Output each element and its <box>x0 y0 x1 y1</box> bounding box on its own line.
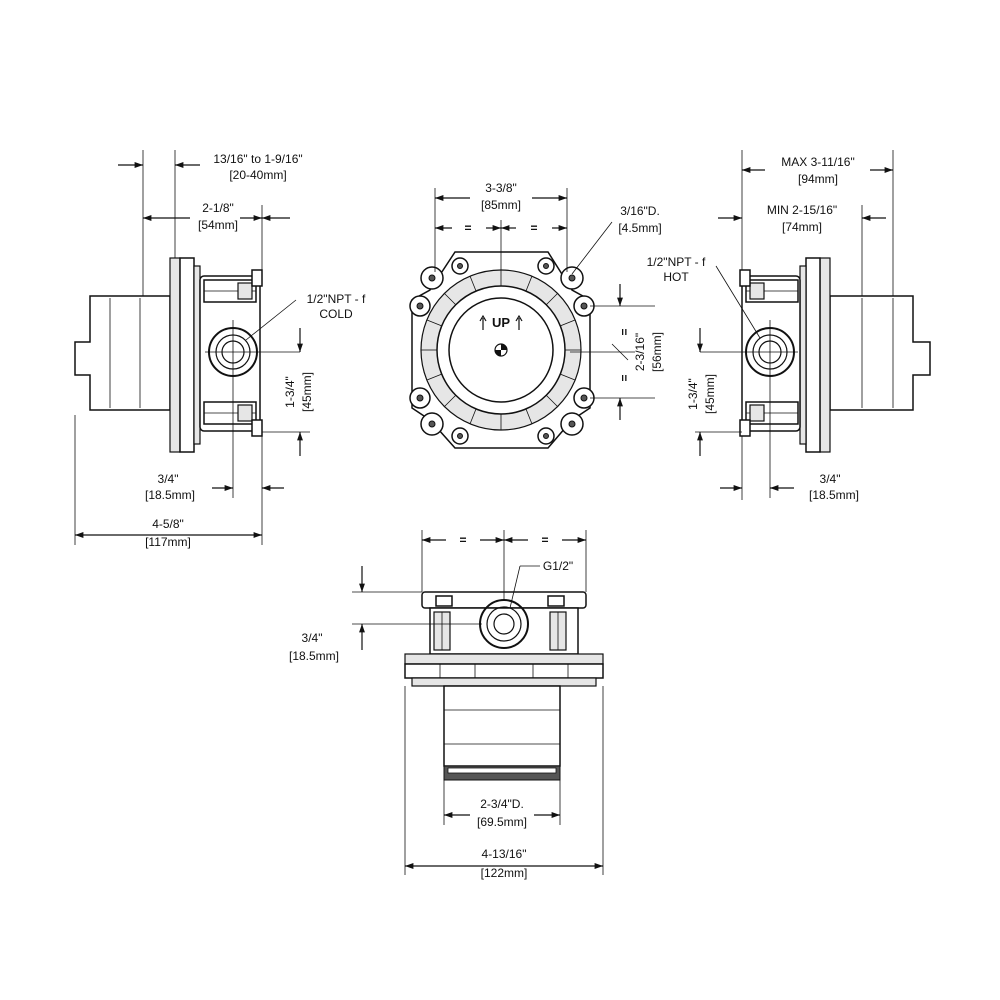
bottom-port-label: G1/2" <box>543 559 573 573</box>
front-hole-label-mm: [4.5mm] <box>618 221 661 235</box>
left-port-name: COLD <box>319 307 353 321</box>
right-port-name: HOT <box>663 270 689 284</box>
front-equal-mark-top: = <box>617 328 631 335</box>
right-dim-port-offset: 3/4" <box>820 472 841 486</box>
mount-hole <box>543 433 549 439</box>
left-dim-port-spacing-mm: [45mm] <box>300 372 314 412</box>
mount-hole <box>568 420 576 428</box>
bottom-dim-port-height-mm: [18.5mm] <box>289 649 339 663</box>
front-hole-label: 3/16"D. <box>620 204 660 218</box>
bottom-dim-port-height: 3/4" <box>302 631 323 645</box>
front-dim-mount-width-mm: [85mm] <box>481 198 521 212</box>
left-dim-total-depth-mm: [117mm] <box>145 535 191 549</box>
left-dim-port-offset-mm: [18.5mm] <box>145 488 195 502</box>
front-dim-mount-height-mm: [56mm] <box>650 332 664 372</box>
mount-hole <box>416 394 424 402</box>
bottom-dim-total-width: 4-13/16" <box>482 847 527 861</box>
left-port-label: 1/2"NPT - f <box>307 292 366 306</box>
mount-hole <box>457 263 463 269</box>
mount-hole <box>457 433 463 439</box>
left-side-view: 13/16" to 1-9/16" [20-40mm] 2-1/8" [54mm… <box>74 150 366 549</box>
bottom-dim-body-diameter: 2-3/4"D. <box>480 797 524 811</box>
front-equal-mark-right: = <box>530 221 537 235</box>
front-equal-mark-left: = <box>464 221 471 235</box>
left-dim-flange-width: 2-1/8" <box>202 201 234 215</box>
right-dim-min-mm: [74mm] <box>782 220 822 234</box>
left-dim-depth-range-mm: [20-40mm] <box>229 168 286 182</box>
front-view: UP 3-3/8" [85mm] = = 3/16"D. [4.5mm] = =… <box>409 181 664 449</box>
right-side-view: MAX 3-11/16" [94mm] MIN 2-15/16" [74mm] … <box>647 150 931 502</box>
mount-hole <box>428 420 436 428</box>
up-label: UP <box>492 315 510 330</box>
left-dim-port-offset: 3/4" <box>158 472 179 486</box>
right-dim-port-spacing-mm: [45mm] <box>703 374 717 414</box>
mount-hole <box>580 394 588 402</box>
bottom-equal-mark-right: = <box>541 533 548 547</box>
mount-hole <box>543 263 549 269</box>
bottom-equal-mark-left: = <box>459 533 466 547</box>
right-dim-max: MAX 3-11/16" <box>781 155 854 169</box>
left-dim-port-spacing: 1-3/4" <box>283 376 297 408</box>
mount-hole <box>580 302 588 310</box>
mount-hole <box>416 302 424 310</box>
up-arrow-icon <box>479 314 487 330</box>
right-dim-max-mm: [94mm] <box>798 172 838 186</box>
front-equal-mark-bottom: = <box>617 374 631 381</box>
bottom-dim-body-diameter-mm: [69.5mm] <box>477 815 527 829</box>
front-dim-mount-width: 3-3/8" <box>485 181 517 195</box>
bottom-dim-total-width-mm: [122mm] <box>481 866 528 880</box>
front-dim-mount-height: 2-3/16" <box>633 333 647 371</box>
mount-hole <box>568 274 576 282</box>
mount-hole <box>428 274 436 282</box>
right-port-label: 1/2"NPT - f <box>647 255 706 269</box>
bottom-view: = = G1/2" 3/4" [18.5mm] 2-3/4"D. [69.5mm… <box>289 530 604 880</box>
left-dim-total-depth: 4-5/8" <box>152 517 184 531</box>
up-arrow-icon <box>515 314 523 330</box>
left-dim-flange-width-mm: [54mm] <box>198 218 238 232</box>
right-dim-port-offset-mm: [18.5mm] <box>809 488 859 502</box>
left-dim-depth-range: 13/16" to 1-9/16" <box>213 152 302 166</box>
right-dim-min: MIN 2-15/16" <box>767 203 837 217</box>
right-dim-port-spacing: 1-3/4" <box>686 378 700 410</box>
